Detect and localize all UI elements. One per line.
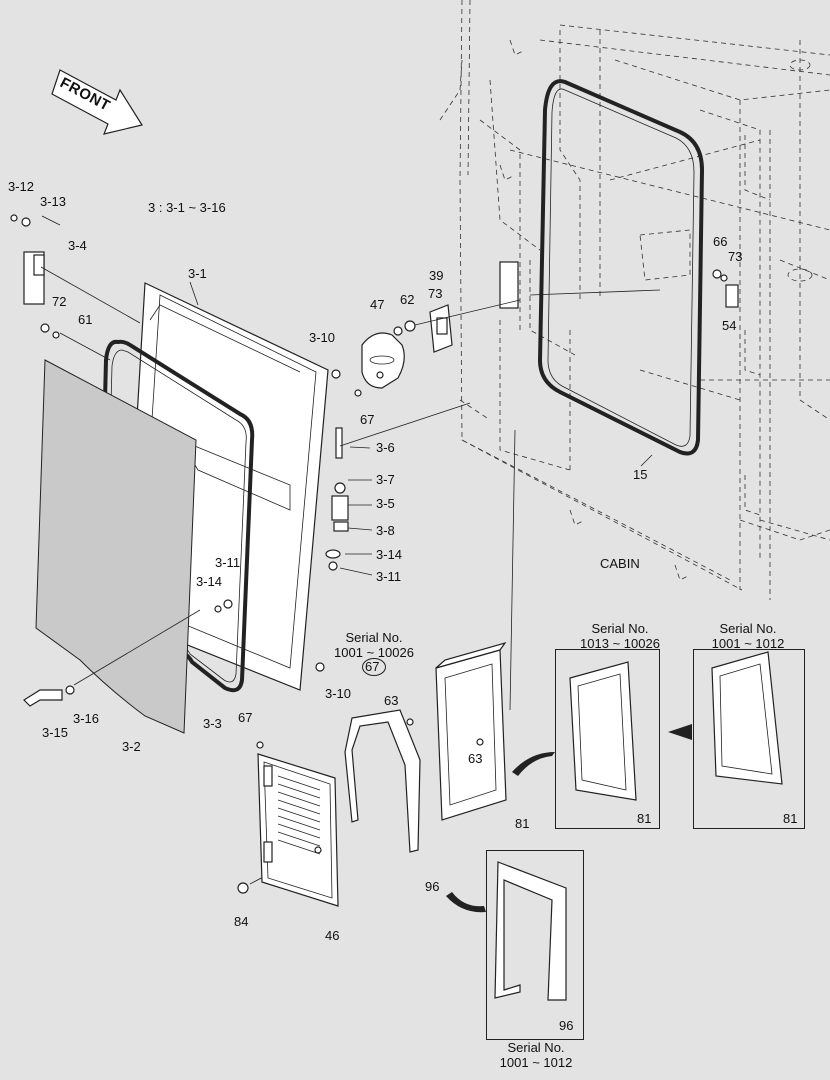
variant-box-3: [486, 850, 584, 1040]
callout-3-1: 3-1: [188, 266, 207, 281]
callout-3-12: 3-12: [8, 179, 35, 194]
serial-note-main: Serial No. 1001 ~ 10026: [334, 630, 414, 660]
callout-73: 73: [428, 286, 443, 301]
serial-note-box1-line1: Serial No.: [591, 621, 649, 636]
cover-47: [354, 320, 416, 397]
striker-54: [712, 269, 739, 308]
callout-3-14b: 3-14: [196, 574, 223, 589]
front-arrow-icon: [51, 69, 143, 135]
cabin-label: CABIN: [600, 556, 640, 571]
callout-72: 72: [52, 294, 67, 309]
callout-81b: 81: [637, 811, 652, 826]
callout-3-10b: 3-10: [325, 686, 352, 701]
callout-39: 39: [429, 268, 444, 283]
callout-81a: 81: [515, 816, 530, 831]
callout-96b: 96: [559, 1018, 574, 1033]
callout-3-8: 3-8: [376, 523, 395, 538]
variant-arrows: [446, 724, 692, 913]
toolbox-variant-1: [569, 661, 637, 801]
hinge-pin-parts: [214, 369, 349, 672]
toolbox-81: [435, 641, 507, 821]
door-glass-3-2: [35, 359, 197, 734]
callout-67-circle: [362, 658, 386, 676]
callout-46: 46: [325, 928, 340, 943]
handle-3-15: [23, 685, 75, 707]
callout-81c: 81: [783, 811, 798, 826]
serial-note-box3-line2: 1001 ~ 1012: [499, 1055, 573, 1070]
callout-3-3: 3-3: [203, 716, 222, 731]
callout-3-4: 3-4: [68, 238, 87, 253]
callout-3-5: 3-5: [376, 496, 395, 511]
door-seal-15: [537, 79, 705, 456]
callout-3-11a: 3-11: [376, 569, 402, 584]
serial-note-box3-line1: Serial No.: [507, 1040, 565, 1055]
callout-63b: 63: [468, 751, 483, 766]
callout-3-16: 3-16: [73, 711, 100, 726]
callout-54: 54: [722, 318, 737, 333]
callout-15: 15: [633, 467, 648, 482]
group-note: 3 : 3-1 ~ 3-16: [148, 200, 226, 215]
serial-note-box2-line1: Serial No.: [719, 621, 777, 636]
serial-note-box1-line2: 1013 ~ 10026: [580, 636, 660, 651]
bracket-variant-96: [494, 861, 567, 1001]
callout-3-15: 3-15: [42, 725, 69, 740]
callout-96a: 96: [425, 879, 440, 894]
serial-note-box3: Serial No. 1001 ~ 1012: [486, 1040, 586, 1070]
callout-3-6: 3-6: [376, 440, 395, 455]
latch-plate-39: [429, 261, 519, 353]
callout-67b: 67: [238, 710, 253, 725]
serial-note-box2: Serial No. 1001 ~ 1012: [693, 621, 803, 651]
cabin-frame: [439, 0, 830, 600]
callout-67c: 67: [365, 659, 380, 674]
callout-3-13: 3-13: [40, 194, 67, 209]
serial-note-main-line2: 1001 ~ 10026: [334, 645, 414, 660]
callout-67a: 67: [360, 412, 375, 427]
callout-63a: 63: [384, 693, 399, 708]
cover-46: [237, 718, 484, 907]
callout-47: 47: [370, 297, 385, 312]
serial-note-box2-line2: 1001 ~ 1012: [711, 636, 785, 651]
callout-61: 61: [78, 312, 93, 327]
callout-3-11b: 3-11: [215, 555, 241, 570]
callout-3-10a: 3-10: [309, 330, 336, 345]
hinge-3-4: [10, 214, 60, 339]
variant-box-1: [555, 649, 660, 829]
callout-3-14a: 3-14: [376, 547, 403, 562]
callout-62: 62: [400, 292, 415, 307]
toolbox-variant-2: [711, 651, 783, 785]
bracket-96: [344, 709, 421, 853]
variant-box-2: [693, 649, 805, 829]
callout-66: 66: [713, 234, 728, 249]
callout-3-2: 3-2: [122, 739, 141, 754]
callout-84: 84: [234, 914, 249, 929]
callout-3-7: 3-7: [376, 472, 395, 487]
serial-note-box1: Serial No. 1013 ~ 10026: [555, 621, 685, 651]
callout-73b: 73: [728, 249, 743, 264]
serial-note-main-line1: Serial No.: [345, 630, 403, 645]
